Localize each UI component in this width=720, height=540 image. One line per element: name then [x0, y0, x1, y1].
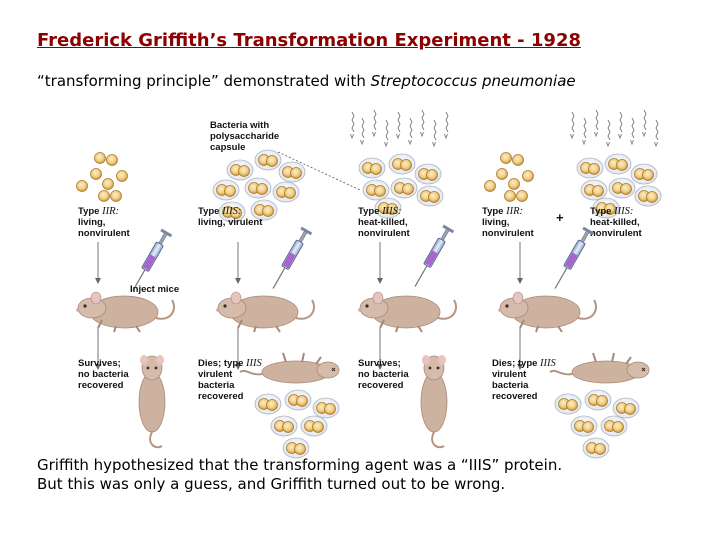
group-1-line3: nonvirulent — [78, 228, 131, 239]
group-1-type-word: Type — [78, 206, 99, 217]
capsule-label-line-3: capsule — [210, 142, 245, 153]
surviving-mouse-2-icon — [420, 354, 448, 449]
group-2-outcome: Dies; type IIIS virulent bacteria recove… — [198, 358, 264, 402]
group-4-iir-bacteria — [484, 152, 534, 202]
mouse-3-icon — [357, 291, 458, 333]
group-3-line3: nonvirulent — [358, 228, 411, 239]
group-1-outcome-line-2: no bacteria — [78, 369, 129, 380]
mouse-2-icon — [215, 291, 316, 333]
group-3-strain: IIIS: — [381, 206, 401, 217]
recovered-bacteria-group-4 — [555, 390, 639, 458]
group-4b-type-word: Type — [590, 206, 611, 217]
subtitle-prefix: “transforming principle” demonstrated wi… — [37, 72, 366, 90]
group-4a-line3: nonvirulent — [482, 228, 535, 239]
page-subtitle: “transforming principle” demonstrated wi… — [37, 72, 576, 90]
group-3-outcome: Survives; no bacteria recovered — [358, 358, 411, 391]
group-3-outcome-line-3: recovered — [358, 380, 404, 391]
subtitle-organism: Streptococcus pneumoniae — [370, 72, 576, 90]
group-4b-line2: heat-killed, — [590, 217, 640, 228]
group-2-outcome-line-3: bacteria — [198, 380, 235, 391]
group-4a-strain: IIR: — [505, 206, 523, 217]
group-1-line2: living, — [78, 217, 105, 228]
group-4-heat-lines — [570, 109, 659, 147]
inject-mice-label: Inject mice — [130, 284, 179, 295]
group-1-type-label: Type IIR: living, nonvirulent — [78, 206, 131, 239]
group-1-strain: IIR: — [101, 206, 119, 217]
group-1-outcome-line-3: recovered — [78, 380, 124, 391]
group-1-bacteria — [76, 152, 128, 202]
arrow-down-3 — [376, 241, 384, 285]
group-2-line2: living, virulent — [198, 217, 263, 228]
group-2-type-label: Type IIIS: living, virulent — [198, 206, 263, 228]
capsule-label: Bacteria with polysaccharide capsule — [210, 120, 282, 153]
surviving-mouse-1-icon — [138, 354, 166, 449]
group-4-outcome-line-1: Dies; type — [492, 358, 537, 369]
group-4-outcome-strain: IIIS — [539, 358, 556, 369]
dead-mouse-2-icon — [549, 352, 650, 384]
group-1-outcome: Survives; no bacteria recovered — [78, 358, 131, 391]
arrow-down-2 — [234, 241, 242, 285]
syringe-3-icon — [409, 224, 455, 291]
capsule-pointer-line — [277, 151, 361, 191]
conclusion-line-1: Griffith hypothesized that the transform… — [37, 456, 563, 474]
conclusion-line-2: But this was only a guess, and Griffith … — [37, 475, 506, 493]
group-3-heat-lines — [350, 109, 449, 147]
group-4-outcome: Dies; type IIIS virulent bacteria recove… — [492, 358, 558, 402]
group-2-outcome-line-4: recovered — [198, 391, 244, 402]
group-4a-type-word: Type — [482, 206, 503, 217]
group-2-outcome-strain: IIIS — [245, 358, 262, 369]
group-4-outcome-line-4: recovered — [492, 391, 538, 402]
group-4-outcome-line-2: virulent — [492, 369, 527, 380]
mouse-4-icon — [497, 291, 598, 333]
mouse-1-icon — [75, 291, 176, 333]
capsule-label-line-1: Bacteria with — [210, 120, 269, 131]
group-4a-type-label: Type IIR: living, nonvirulent — [482, 206, 535, 239]
group-3-line2: heat-killed, — [358, 217, 408, 228]
group-4-outcome-line-3: bacteria — [492, 380, 529, 391]
arrow-down-4 — [516, 241, 524, 285]
group-4b-strain: IIIS: — [613, 206, 633, 217]
group-2-type-word: Type — [198, 206, 219, 217]
group-3-type-word: Type — [358, 206, 379, 217]
group-3-type-label: Type IIIS: heat-killed, nonvirulent — [358, 206, 411, 239]
group-2-outcome-line-1: Dies; type — [198, 358, 243, 369]
arrow-down-1 — [94, 241, 102, 285]
group-3-outcome-line-2: no bacteria — [358, 369, 409, 380]
syringe-2-icon — [267, 226, 313, 293]
group-4b-type-label: Type IIIS: heat-killed, nonvirulent — [590, 206, 643, 239]
group-2-strain: IIIS: — [221, 206, 241, 217]
group-2-outcome-line-2: virulent — [198, 369, 233, 380]
conclusion-text: Griffith hypothesized that the transform… — [37, 456, 562, 494]
page-title: Frederick Griffith’s Transformation Expe… — [37, 30, 581, 51]
syringe-4-icon — [549, 226, 595, 293]
group-4b-line3: nonvirulent — [590, 228, 643, 239]
group-3-outcome-line-1: Survives; — [358, 358, 401, 369]
plus-sign: + — [556, 210, 564, 225]
group-4a-line2: living, — [482, 217, 509, 228]
recovered-bacteria-group-2 — [255, 390, 339, 458]
capsule-label-line-2: polysaccharide — [210, 131, 279, 142]
group-1-outcome-line-1: Survives; — [78, 358, 121, 369]
